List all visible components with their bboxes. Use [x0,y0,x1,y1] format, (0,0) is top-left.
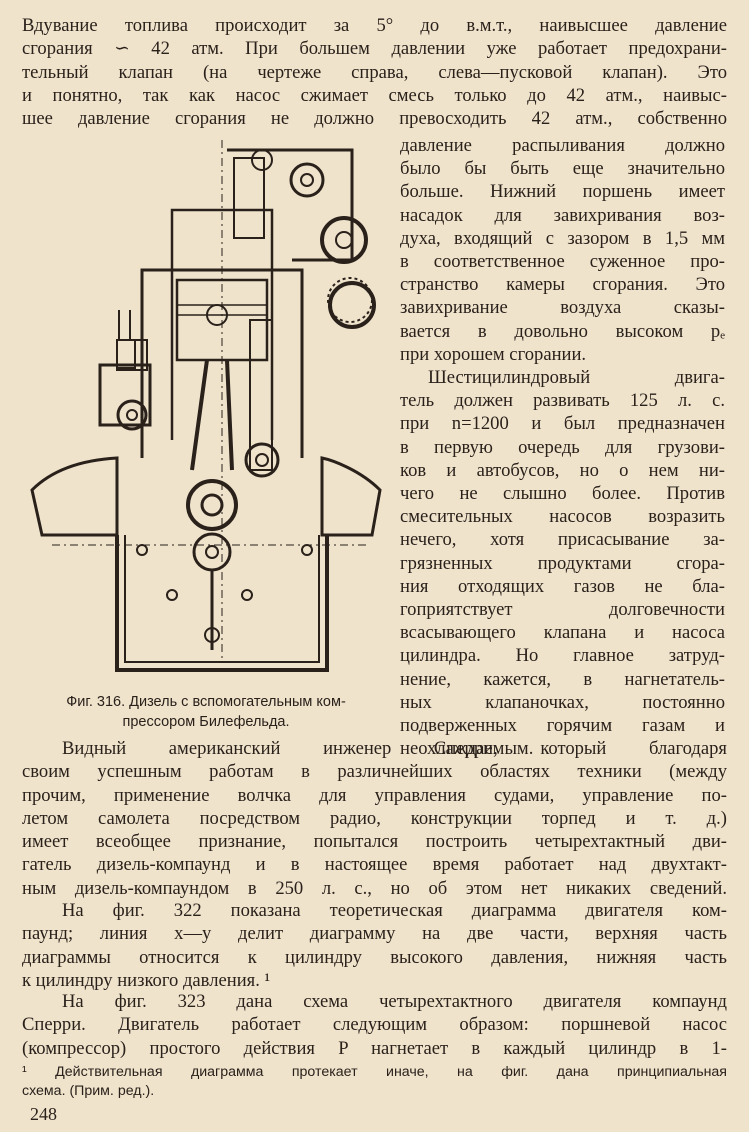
text-line: цилиндра. Но главное затруд- [400,645,725,667]
footnote: ¹ Действительная диаграмма протекает ина… [22,1063,727,1101]
text-line: смесительных насосов возразить [400,506,725,528]
text-line: при хорошем сгорании. [400,343,587,365]
text-line: вается в довольно высоком pₑ [400,320,725,342]
fig322-paragraph: На фиг. 322 показана теоретическая диагр… [22,899,727,992]
diesel-engine-drawing [30,140,382,672]
text-line: (компрессор) простого действия P нагнета… [22,1037,727,1059]
text-line: грязненных продуктами сгора- [400,552,725,574]
text-line: в соответственное суженное про- [400,251,725,273]
text-line: Сперри. Двигатель работает следующим обр… [22,1014,727,1036]
text-line: шее давление сгорания не должно превосхо… [22,108,727,130]
text-line: чего не слышно более. Против [400,483,725,505]
text-line: своим успешным работам в различнейших об… [22,761,727,783]
text-line: летом самолета посредством радио, констр… [22,807,727,829]
text-line: Шестицилиндровый двига- [428,367,725,389]
text-line: к цилиндру низкого давления. ¹ [22,969,271,991]
figure-caption: Фиг. 316. Дизель с вспомогательным ком- … [22,692,390,732]
text-line: больше. Нижний поршень имеет [400,181,725,203]
text-line: ных клапаночках, постоянно [400,691,725,713]
fig323-paragraph: На фиг. 323 дана схема четырехтактного д… [22,990,727,1060]
footnote-line: схема. (Прим. ред.). [22,1083,155,1099]
text-line: ния отходящих газов не бла- [400,575,725,597]
right-column-text: давление распыливания должно было бы быт… [400,134,725,760]
caption-line: Фиг. 316. Дизель с вспомогательным ком- [66,694,346,710]
text-line: завихривание воздуха сказы- [400,297,725,319]
text-line: ков и автобусов, но о нем ни- [400,459,725,481]
text-line: гоприятствует долговечности [400,599,725,621]
text-line: при n=1200 и был предназначен [400,413,725,435]
text-line: Видный американский инженер Сперри, кото… [62,738,727,759]
text-line: в первую очередь для грузови- [400,436,725,458]
text-line: На фиг. 322 показана теоретическая диагр… [62,900,727,921]
text-line: нение, кажется, в нагнетатель- [400,668,725,690]
text-line: Вдувание топлива происходит за 5° до в.м… [22,15,727,36]
text-line: На фиг. 323 дана схема четырехтактного д… [62,991,727,1012]
text-line: давление распыливания должно [400,135,725,156]
text-line: имеет всеобщее признание, попытался пост… [22,831,727,853]
text-line: паунд; линия x—y делит диаграмму на две … [22,923,727,945]
text-line: странство камеры сгорания. Это [400,274,725,296]
sperry-paragraph: Видный американский инженер Сперри, кото… [22,737,727,900]
text-line: прочим, применение волчка для управления… [22,784,727,806]
text-line: ным дизель-компаундом в 250 л. с., но об… [22,877,727,899]
engine-figure [22,140,390,695]
text-line: гатель дизель-компаунд и в настоящее вре… [22,854,727,876]
page-number: 248 [30,1104,57,1124]
text-line: и понятно, так как насос сжимает смесь т… [22,84,727,106]
text-line: нечего, хотя присасывание за- [400,529,725,551]
text-line: насадок для завихривания воз- [400,204,725,226]
text-line: тельный клапан (на чертеже справа, слева… [22,61,727,83]
text-line: было бы быть еще значительно [400,158,725,180]
top-paragraph: Вдувание топлива происходит за 5° до в.м… [22,14,727,130]
footnote-line: ¹ Действительная диаграмма протекает ина… [22,1064,727,1080]
caption-line: прессором Билефельда. [122,714,290,730]
text-line: неохлаждаемым. [400,738,534,760]
text-line: сгорания ∽ 42 атм. При большем давлении … [22,38,727,60]
text-line: подверженных горячим газам и [400,715,725,737]
text-line: диаграммы относится к цилиндру высокого … [22,946,727,968]
text-line: духа, входящий с зазором в 1,5 мм [400,227,725,249]
text-line: тель должен развивать 125 л. с. [400,390,725,412]
text-line: всасывающего клапана и насоса [400,622,725,644]
